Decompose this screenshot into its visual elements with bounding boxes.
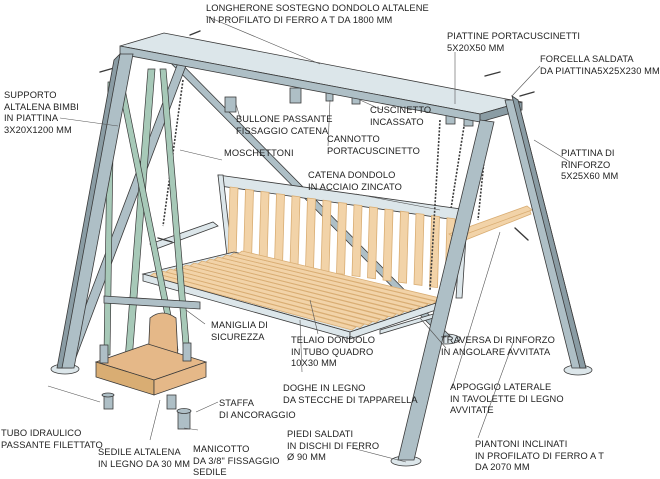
back-slat xyxy=(274,193,285,267)
back-slat xyxy=(227,186,239,260)
seat-slat xyxy=(181,264,389,321)
back-slat xyxy=(351,204,363,278)
back-slat xyxy=(429,215,440,289)
back-slat xyxy=(367,206,378,280)
front-legs xyxy=(56,52,587,461)
back-slat xyxy=(258,190,270,264)
back-slat xyxy=(336,201,347,275)
seat-slat xyxy=(165,268,373,326)
back-slat xyxy=(243,188,254,262)
seat-slat xyxy=(197,260,405,316)
seat-slat xyxy=(205,258,413,313)
back-slat xyxy=(305,197,316,271)
back-slat xyxy=(398,210,409,284)
back-slat xyxy=(382,208,394,282)
seat-slat xyxy=(221,254,429,308)
seat-slat xyxy=(189,262,397,318)
chains-front xyxy=(429,119,489,291)
kids-swing-supports xyxy=(103,68,191,361)
seat-slats xyxy=(149,250,445,331)
back-slat xyxy=(413,212,425,286)
back-slat xyxy=(289,195,301,269)
safety-handle xyxy=(103,295,201,310)
label-moschettoni: MOSCHETTONI xyxy=(224,148,294,158)
back-slats xyxy=(227,186,456,291)
leader-lines xyxy=(47,15,571,463)
seat-slat xyxy=(149,272,357,331)
seat-slat xyxy=(213,256,421,311)
back-slat xyxy=(320,199,332,273)
kids-seat xyxy=(94,312,208,396)
